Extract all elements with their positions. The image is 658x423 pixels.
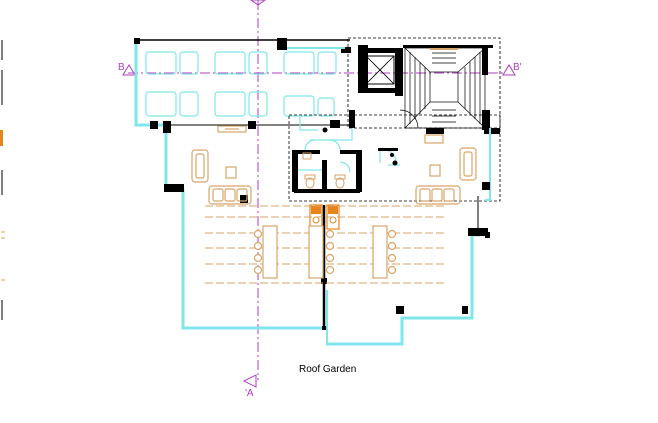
sofa-icon (191, 149, 209, 183)
stair-elevator-core (358, 45, 500, 134)
sofa-icon (208, 185, 252, 205)
table-icon (424, 134, 444, 144)
sofa-icon (459, 147, 477, 181)
sofa-icon (415, 185, 461, 205)
door-swing-icon (399, 109, 419, 129)
table-icon (253, 225, 278, 279)
section-marker-icon (250, 0, 266, 6)
table-icon (308, 225, 335, 279)
elevator-icon (365, 55, 395, 85)
section-b-line (122, 64, 516, 76)
table-icon (217, 125, 247, 133)
upper-lounge-block (134, 38, 355, 133)
toilet-block (292, 115, 400, 193)
door-swing-icon (329, 139, 341, 151)
table-icon (429, 164, 441, 177)
section-a-line (242, 0, 266, 388)
section-marker-icon (122, 64, 136, 76)
section-marker-icon (502, 64, 516, 76)
garden-dashed-rows (205, 205, 445, 284)
section-a-bottom-label: 'A (245, 388, 254, 399)
door-swing-icon (339, 161, 351, 173)
sink-icon (322, 127, 398, 166)
drawing-caption: Roof Garden (299, 364, 357, 375)
lounge-chairs (145, 51, 337, 117)
section-b-right-label: B' (513, 62, 522, 73)
left-lounge-group (191, 125, 252, 205)
toilet-icon (302, 152, 346, 189)
right-lounge-group (415, 134, 477, 205)
table-icon (372, 225, 397, 279)
door-swing-icon (304, 139, 316, 151)
left-edge-marks (0, 40, 5, 320)
left-outer-wall (164, 133, 322, 330)
section-b-left-label: B (118, 62, 125, 73)
section-marker-icon (242, 374, 257, 388)
stair-icon (404, 47, 486, 129)
garden-tables (253, 225, 397, 279)
right-outer-wall (326, 128, 491, 346)
table-icon (225, 166, 237, 179)
